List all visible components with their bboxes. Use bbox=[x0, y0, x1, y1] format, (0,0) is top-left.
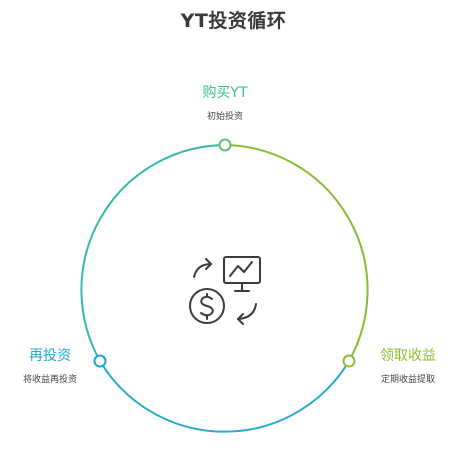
node-collect-yield-title: 领取收益 bbox=[380, 348, 436, 364]
cycle-arc-top-right bbox=[224, 144, 369, 362]
node-buy-yt: 购买YT 初始投资 bbox=[175, 82, 275, 122]
arrow-clockwise-icon bbox=[193, 258, 212, 278]
cycle-arc-bottom bbox=[99, 360, 350, 433]
investment-cycle-icon bbox=[189, 256, 261, 325]
dollar-coin-icon bbox=[189, 288, 225, 324]
node-marker-collect bbox=[342, 354, 356, 368]
node-buy-yt-subtitle: 初始投资 bbox=[206, 112, 243, 122]
node-reinvest-title: 再投资 bbox=[29, 348, 71, 364]
node-collect-yield: 领取收益 定期收益提取 bbox=[355, 345, 461, 385]
cycle-arc-left bbox=[80, 144, 226, 362]
node-reinvest: 再投资 将收益再投资 bbox=[5, 345, 95, 385]
node-buy-yt-title: 购买YT bbox=[202, 85, 248, 101]
node-marker-reinvest bbox=[93, 354, 107, 368]
page-title: YT投资循环 bbox=[180, 10, 287, 32]
node-collect-yield-subtitle: 定期收益提取 bbox=[380, 375, 435, 385]
node-reinvest-subtitle: 将收益再投资 bbox=[22, 375, 77, 385]
node-marker-buy bbox=[218, 138, 232, 152]
chart-monitor-icon bbox=[223, 256, 261, 292]
arrow-return-icon bbox=[237, 303, 257, 325]
